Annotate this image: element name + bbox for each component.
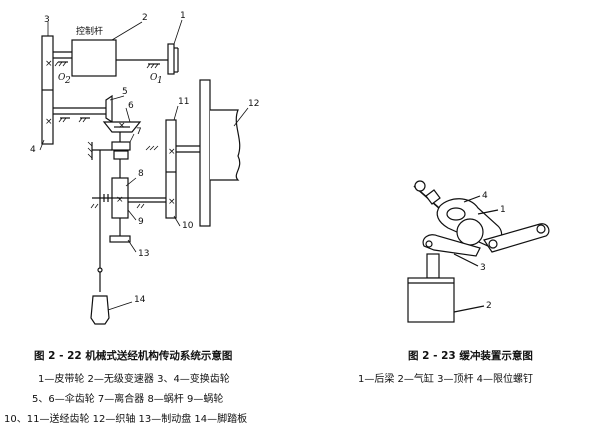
left-legend-line-3: 10、11—送经齿轮 12—织轴 13—制动盘 14—脚踏板 (4, 414, 248, 425)
label-2: 2 (142, 13, 148, 23)
warp-beam (210, 109, 241, 181)
label-3: 3 (44, 15, 50, 25)
right-label-1: 1 (500, 205, 506, 215)
svg-text:×: × (168, 147, 176, 157)
svg-text:×: × (168, 197, 176, 207)
label-9: 9 (138, 217, 144, 227)
foot-pedal (90, 295, 110, 325)
label-o1: O (150, 73, 158, 83)
brake-disk (109, 235, 131, 243)
svg-text:×: × (45, 59, 53, 69)
right-label-2: 2 (486, 301, 492, 311)
label-6: 6 (128, 101, 134, 111)
label-11: 11 (178, 97, 189, 107)
label-1: 1 (180, 11, 186, 21)
right-label-4: 4 (482, 191, 488, 201)
air-cylinder (407, 277, 455, 323)
right-legend-line: 1—后梁 2—气缸 3—顶杆 4—限位螺钉 (358, 374, 533, 385)
left-figure-title: 图 2 - 22 机械式送经机构传动系统示意图 (34, 350, 233, 362)
clutch (111, 141, 131, 151)
label-10: 10 (182, 221, 194, 231)
label-14: 14 (134, 295, 146, 305)
label-12: 12 (248, 99, 259, 109)
label-o1-sub: 1 (157, 76, 163, 86)
left-legend-line-1: 1—皮带轮 2—无级变速器 3、4—变换齿轮 (38, 374, 230, 385)
svg-text:×: × (118, 121, 126, 131)
svg-text:×: × (45, 117, 53, 127)
label-4: 4 (30, 145, 36, 155)
let-off-gears (165, 119, 177, 219)
variable-speed-box (71, 39, 117, 77)
right-figure-title: 图 2 - 23 缓冲装置示意图 (408, 350, 533, 362)
control-lever-label: 控制杆 (76, 25, 103, 37)
svg-text:×: × (116, 195, 124, 205)
belt-pulley (167, 43, 175, 75)
label-7: 7 (136, 127, 142, 137)
label-13: 13 (138, 249, 149, 259)
left-legend-line-2: 5、6—伞齿轮 7—离合器 8—蜗杆 9—蜗轮 (32, 394, 224, 405)
label-o2-sub: 2 (64, 76, 71, 86)
right-label-3: 3 (480, 263, 486, 273)
label-5: 5 (122, 87, 128, 97)
label-8: 8 (138, 169, 144, 179)
label-o2: O (58, 73, 66, 83)
